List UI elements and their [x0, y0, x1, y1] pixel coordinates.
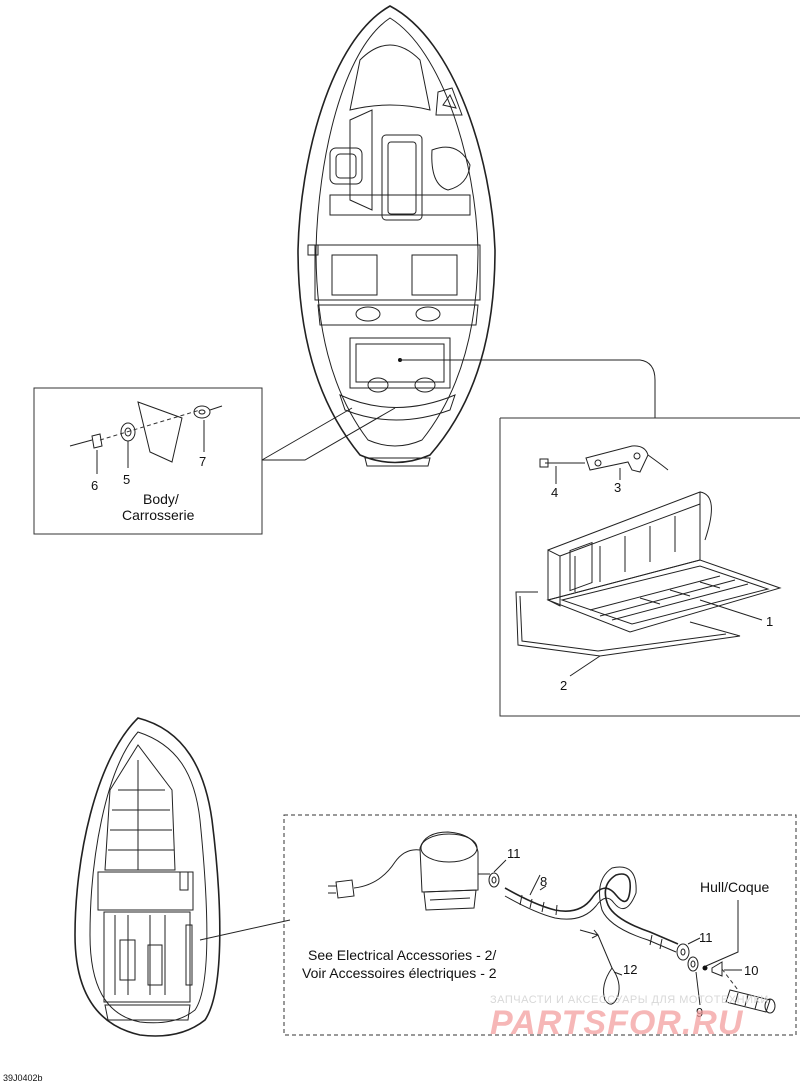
detail-box-body-fasteners — [33, 387, 263, 535]
body-label-line2: Carrosserie — [122, 507, 195, 523]
callout-3: 3 — [614, 480, 621, 495]
callout-8: 8 — [540, 874, 547, 889]
see-electrical-line2: Voir Accessoires électriques - 2 — [302, 965, 497, 981]
watercraft-hull-view — [74, 717, 221, 1037]
watermark-logo: PARTSFOR.RU — [490, 1004, 744, 1042]
fastener-assembly — [69, 401, 223, 474]
figure-code: 39J0402b — [3, 1073, 43, 1083]
callout-1: 1 — [766, 614, 773, 629]
callout-12: 12 — [623, 962, 637, 977]
watermark-caption: ЗАПЧАСТИ И АКСЕССУАРЫ ДЛЯ МОТОТЕХНИКИ — [490, 994, 769, 1006]
callout-5: 5 — [123, 472, 130, 487]
callout-10: 10 — [744, 963, 758, 978]
callout-2: 2 — [560, 678, 567, 693]
detail-box-storage-tray — [499, 417, 800, 717]
detail-box-bilge-pump — [283, 814, 797, 1036]
body-label-line1: Body/ — [143, 491, 179, 507]
tray-assembly — [515, 445, 782, 677]
callout-4: 4 — [551, 485, 558, 500]
callout-7: 7 — [199, 454, 206, 469]
hull-label: Hull/Coque — [700, 879, 769, 895]
watercraft-top-view — [297, 5, 496, 467]
callout-6: 6 — [91, 478, 98, 493]
callout-11-upper: 11 — [507, 846, 521, 861]
bilge-pump-assembly — [328, 831, 776, 1014]
callout-11-lower: 11 — [699, 930, 713, 945]
see-electrical-line1: See Electrical Accessories - 2/ — [308, 947, 496, 963]
callout-9: 9 — [696, 1005, 703, 1020]
